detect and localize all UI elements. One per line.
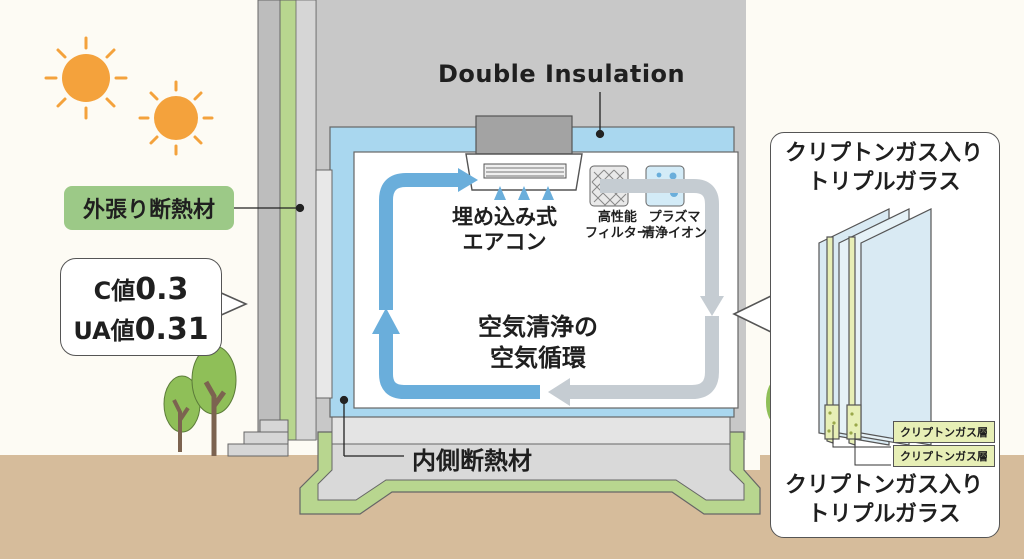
airflow-label-line2: 空気循環 bbox=[490, 344, 586, 373]
ua-value: 0.31 bbox=[134, 312, 209, 347]
aircon-label: 埋め込み式 エアコン bbox=[452, 205, 557, 255]
filter-label-line1: 高性能 bbox=[597, 210, 637, 225]
airflow-blue-path bbox=[379, 173, 540, 399]
ua-value-label: UA値 bbox=[73, 317, 135, 345]
arrow-icon bbox=[458, 168, 478, 192]
aircon-icon bbox=[465, 115, 583, 191]
glass-label-top: クリプトンガス入り トリプルガラス bbox=[782, 140, 986, 197]
aircon-label-line2: エアコン bbox=[462, 230, 547, 255]
arrow-icon bbox=[372, 308, 400, 334]
filter-label-line2: フィルター bbox=[585, 226, 650, 242]
diagram-title: Double Insulation bbox=[438, 60, 686, 88]
glass-bottom-line2: トリプルガラス bbox=[807, 501, 961, 527]
tree-icon bbox=[163, 345, 237, 456]
aircon-label-line1: 埋め込み式 bbox=[452, 205, 557, 229]
glass-top-line2: トリプルガラス bbox=[807, 169, 961, 195]
sun-icon bbox=[138, 80, 214, 156]
entrance-steps bbox=[227, 419, 289, 457]
glass-bottom-line1: クリプトンガス入り bbox=[784, 473, 983, 498]
c-value-label: C値 bbox=[93, 277, 136, 305]
inner-insulation-label: 内側断熱材 bbox=[412, 447, 532, 475]
performance-bubble: C値0.3 UA値0.31 bbox=[60, 258, 222, 356]
glass-label-bottom: クリプトンガス入り トリプルガラス bbox=[782, 472, 986, 529]
wall-frame bbox=[315, 169, 333, 399]
c-value-row: C値0.3 bbox=[61, 271, 221, 307]
floor-slab bbox=[331, 413, 731, 445]
exterior-wall-strip bbox=[257, 0, 281, 441]
glass-icon bbox=[818, 208, 932, 466]
airflow-label-line1: 空気清浄の bbox=[478, 313, 598, 341]
ground bbox=[0, 455, 1024, 559]
gas-layer-label-1: クリプトンガス層 bbox=[893, 421, 995, 443]
airflow-small-arrows bbox=[494, 186, 554, 200]
sun-icon bbox=[44, 36, 128, 120]
airflow-gray-path bbox=[570, 179, 719, 399]
wall-core bbox=[295, 0, 317, 441]
plasma-label-line1: プラズマ bbox=[648, 210, 701, 225]
glass-box-tail bbox=[732, 295, 772, 333]
plasma-label-line2: 清浄イオン bbox=[642, 226, 708, 242]
airflow-label: 空気清浄の 空気循環 bbox=[478, 312, 598, 374]
gas-layer-label-2: クリプトンガス層 bbox=[893, 445, 995, 467]
filter-label: 高性能 フィルター bbox=[585, 210, 650, 243]
exterior-insulation-label: 外張り断熱材 bbox=[64, 186, 234, 230]
arrow-icon bbox=[700, 296, 724, 316]
triple-glass-panel: クリプトンガス層 クリプトンガス層 bbox=[770, 132, 1000, 538]
leader-lines bbox=[234, 92, 605, 457]
ua-value-row: UA値0.31 bbox=[61, 311, 221, 347]
glass-top-line1: クリプトンガス入り bbox=[784, 141, 983, 166]
arrow-icon bbox=[548, 378, 570, 406]
foundation-concrete bbox=[317, 431, 745, 501]
bubble-tail bbox=[218, 291, 248, 317]
c-value: 0.3 bbox=[135, 272, 189, 307]
plasma-label: プラズマ 清浄イオン bbox=[642, 210, 707, 243]
